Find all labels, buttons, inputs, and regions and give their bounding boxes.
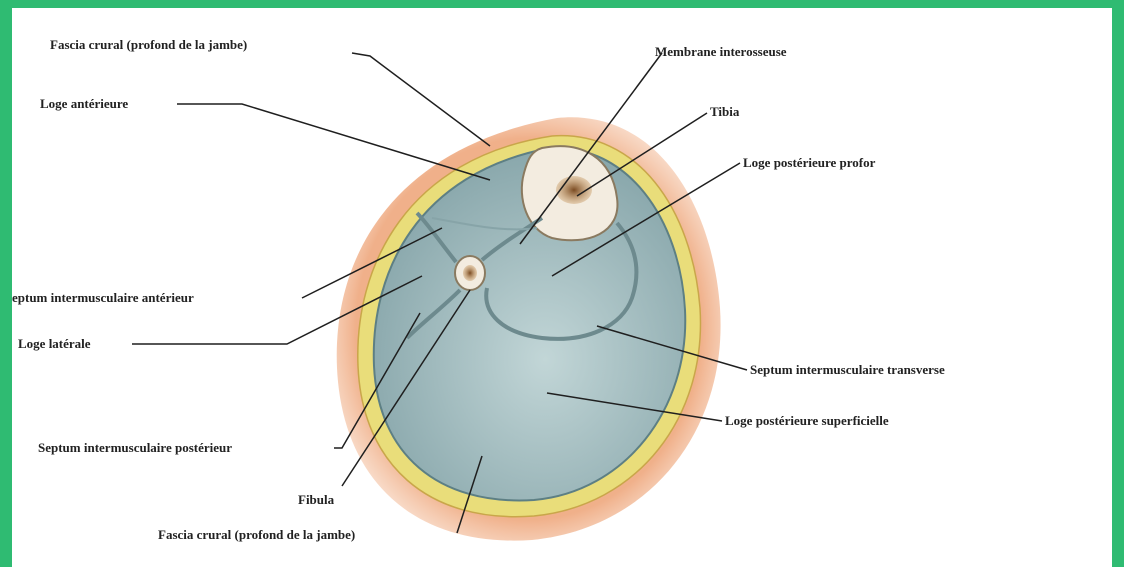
label-septum-posterieur: Septum intermusculaire postérieur: [38, 441, 232, 455]
label-loge-laterale: Loge latérale: [18, 337, 91, 351]
label-fascia-crural-bottom: Fascia crural (profond de la jambe): [158, 528, 355, 542]
label-loge-posterieure-superficielle: Loge postérieure superficielle: [725, 414, 889, 428]
label-septum-transverse: Septum intermusculaire transverse: [750, 363, 945, 377]
label-fibula: Fibula: [298, 493, 334, 507]
fibula-marrow: [463, 265, 477, 281]
label-loge-posterieure-profonde: Loge postérieure profor: [743, 156, 875, 170]
diagram-frame: Fascia crural (profond de la jambe) Memb…: [12, 8, 1112, 567]
label-loge-anterieure: Loge antérieure: [40, 97, 128, 111]
leg-cross-section: [12, 8, 1112, 567]
leader-fascia-top: [352, 53, 490, 146]
label-fascia-crural-top: Fascia crural (profond de la jambe): [50, 38, 247, 52]
label-tibia: Tibia: [710, 105, 739, 119]
label-septum-anterieur: eptum intermusculaire antérieur: [12, 291, 194, 305]
label-membrane-interosseuse: Membrane interosseuse: [655, 45, 787, 59]
